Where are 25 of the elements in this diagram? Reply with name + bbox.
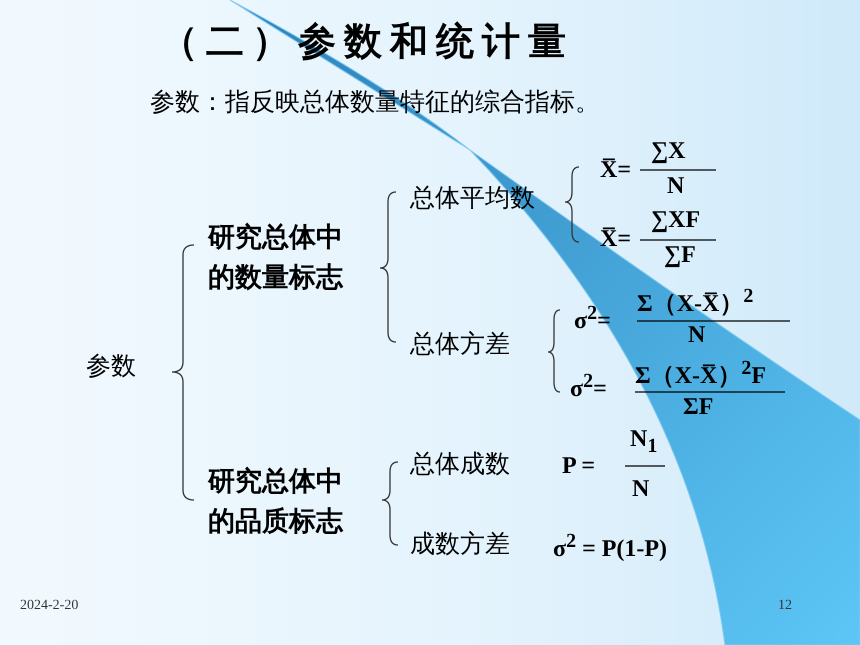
formula: ∑X bbox=[651, 138, 686, 166]
formula: N bbox=[667, 173, 684, 201]
formula: X̅= bbox=[600, 157, 632, 185]
branch-term: 总体成数 bbox=[410, 450, 510, 479]
formula: Σ（X-X̅）$^{2}$F bbox=[635, 357, 766, 391]
formula: N bbox=[688, 322, 706, 350]
branch-term: 成数方差 bbox=[410, 530, 510, 559]
formula: N$_{1}$ bbox=[630, 426, 658, 458]
formula: σ$^{2}$= bbox=[570, 370, 607, 404]
root-term: 参数 bbox=[86, 352, 136, 381]
formula: σ$^{2}$= bbox=[574, 302, 611, 336]
formula: ∑XF bbox=[651, 207, 700, 235]
category-label: 研究总体中的数量标志 bbox=[208, 221, 344, 295]
definition-text: 参数：指反映总体数量特征的综合指标。 bbox=[150, 88, 600, 117]
slide-date: 2024-2-20 bbox=[20, 598, 78, 614]
branch-term: 总体方差 bbox=[410, 330, 510, 359]
page-number: 12 bbox=[778, 598, 792, 614]
formula: P = bbox=[562, 453, 596, 481]
formula: N bbox=[632, 476, 650, 504]
formula: ∑F bbox=[664, 242, 696, 270]
formula: ΣF bbox=[683, 394, 714, 422]
formula: X̅= bbox=[600, 226, 632, 254]
slide-title: （二）参数和统计量 bbox=[160, 20, 574, 64]
formula: σ$^{2}$ = P(1-P) bbox=[553, 530, 668, 564]
category-label: 研究总体中的品质标志 bbox=[208, 465, 344, 539]
